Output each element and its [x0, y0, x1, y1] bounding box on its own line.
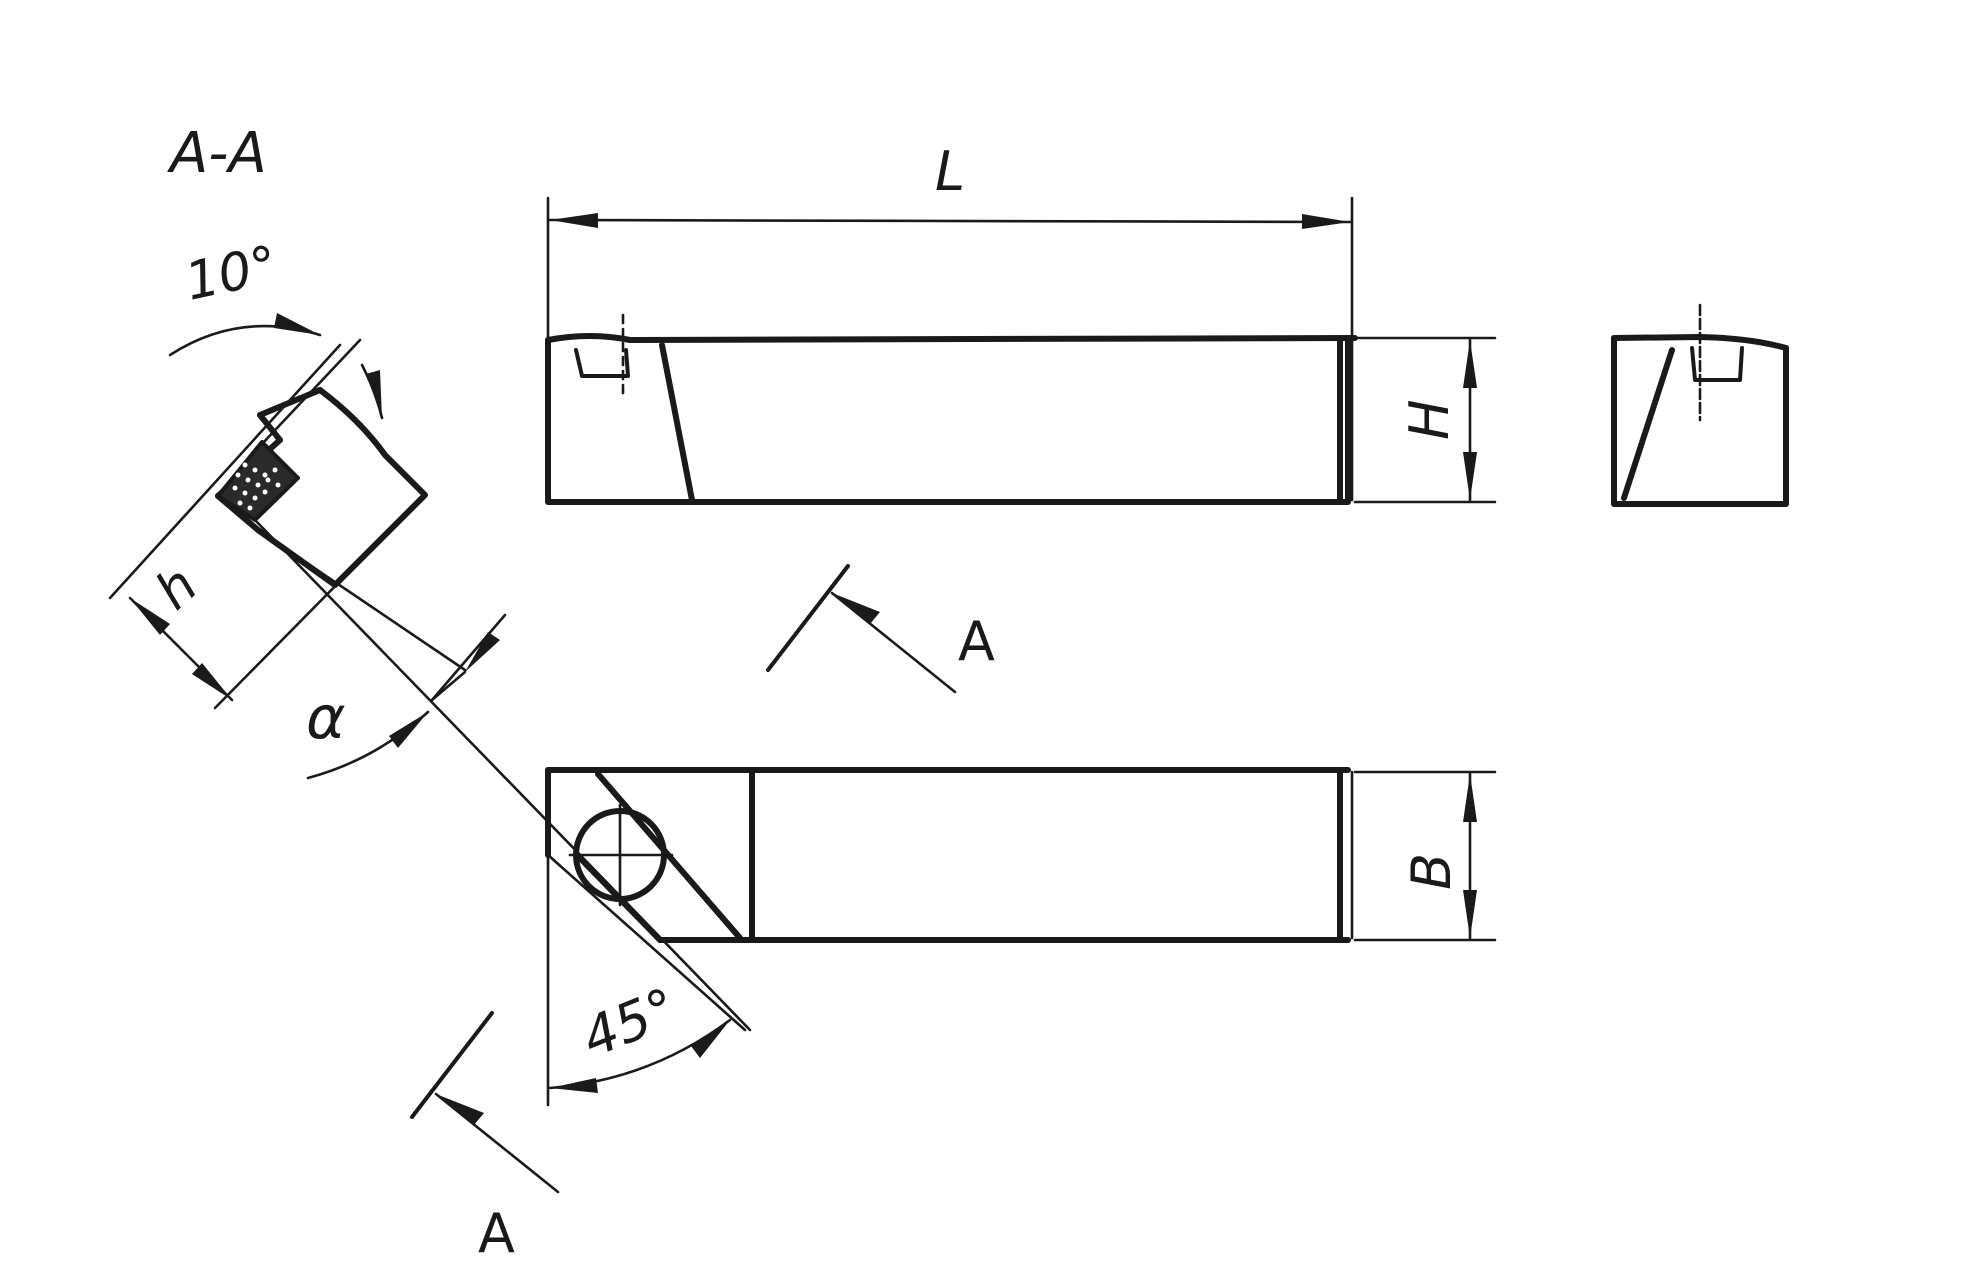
section-mark-upper-label: A — [958, 610, 995, 673]
dimension-clearance-angle: α — [306, 613, 507, 780]
dimension-length: L — [546, 140, 1354, 340]
width-label: B — [1400, 853, 1463, 890]
dimension-tip-height: h — [128, 555, 234, 702]
top-view — [545, 767, 1354, 943]
tip-height-label: h — [145, 555, 210, 622]
dimension-height: H — [1353, 336, 1497, 504]
clearance-angle-label: α — [306, 683, 346, 753]
section-mark-lower: A — [410, 1011, 560, 1265]
height-label: H — [1398, 399, 1461, 440]
section-a-a — [108, 343, 752, 1032]
section-title: A-A — [167, 121, 267, 186]
section-mark-lower-label: A — [478, 1202, 515, 1265]
rake-angle-label: 10° — [180, 235, 283, 313]
front-view — [545, 313, 1358, 505]
dimension-width: B — [1353, 770, 1497, 942]
length-label: L — [935, 140, 965, 203]
end-view — [1611, 303, 1789, 507]
section-mark-upper: A — [766, 564, 995, 694]
